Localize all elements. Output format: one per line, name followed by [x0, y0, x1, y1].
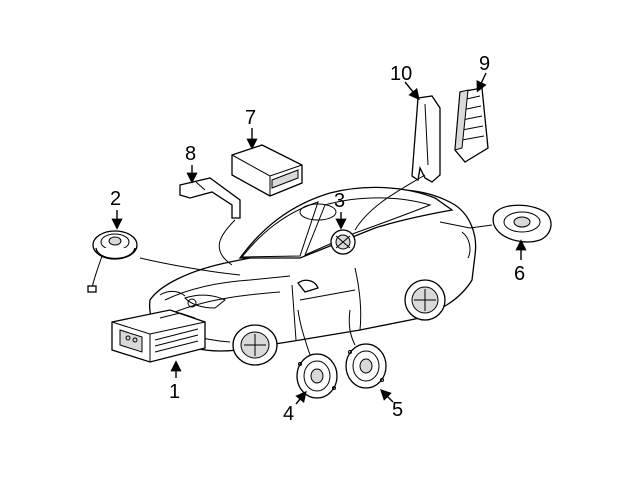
callout-3: 3: [334, 190, 345, 212]
callout-7: 7: [245, 107, 256, 129]
part-9-amplifier: [454, 87, 489, 163]
callout-10: 10: [390, 63, 412, 85]
callout-2: 2: [110, 188, 121, 210]
callout-5: 5: [392, 399, 403, 421]
callout-arrows: [111, 72, 527, 405]
part-10-bracket: [411, 95, 441, 183]
part-1-radio-unit: [111, 309, 206, 363]
part-8-bracket: [179, 177, 241, 219]
callout-6: 6: [514, 263, 525, 285]
part-3-tweeter: [330, 229, 356, 255]
callout-1: 1: [169, 381, 180, 403]
callout-9: 9: [479, 53, 490, 75]
callout-8: 8: [185, 143, 196, 165]
part-7-module: [231, 144, 303, 197]
part-6-rear-speaker: [492, 204, 552, 243]
leader-lines: [139, 174, 493, 356]
callout-4: 4: [283, 403, 294, 425]
part-2-speaker: [87, 230, 138, 293]
part-4-speaker: [296, 353, 338, 399]
part-5-speaker: [345, 343, 387, 389]
